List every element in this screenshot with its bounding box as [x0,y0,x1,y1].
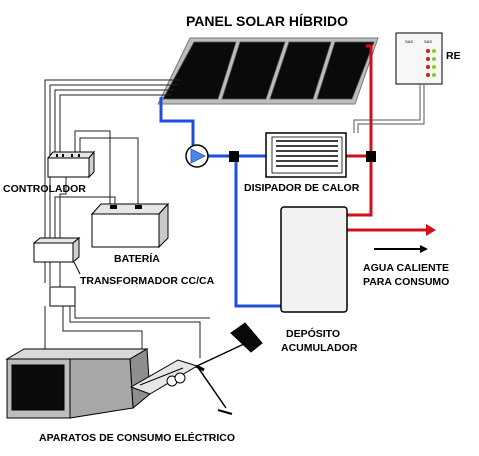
led-green-4 [432,73,436,77]
fluorescent-light-icon [129,359,199,395]
hot-water-label-line2: PARA CONSUMO [363,276,449,288]
junction-block-hot [366,151,376,162]
flow-arrow-icon [420,245,428,253]
transformer-label: TRANSFORMADOR CC/CA [80,275,215,287]
regulator-col1-label: SAS [405,39,413,44]
tank-label-line1: DEPÓSITO [286,327,340,340]
transformer-box [32,236,81,264]
led-green-3 [432,65,436,69]
led-red-4 [426,73,430,77]
regulator-col2-label: SAS [424,39,432,44]
appliances-label: APARATOS DE CONSUMO ELÉCTRICO [39,431,235,444]
led-red-3 [426,65,430,69]
hot-water-arrow-icon [426,224,436,236]
cold-water-pipe [159,97,282,308]
regulator-wires [353,84,425,133]
led-green-1 [432,49,436,53]
led-red-2 [426,57,430,61]
heat-sink-icon [265,132,347,178]
led-red-1 [426,49,430,53]
electrical-wires [44,79,210,368]
panel-cell-3 [269,41,332,100]
junction-block-cold [229,151,239,162]
monitor-icon [5,348,151,419]
tank-label-line2: ACUMULADOR [281,342,358,354]
solar-panel [157,37,379,105]
diagram-title: PANEL SOLAR HÍBRIDO [186,13,348,29]
hot-water-label-line1: AGUA CALIENTE [363,262,449,274]
hot-water-pipe [346,44,426,232]
controller-label: CONTROLADOR [3,183,86,195]
pump-icon [185,144,209,168]
battery-label: BATERÍA [114,252,160,265]
battery-box [90,202,170,249]
panel-cell-2 [221,41,286,100]
heat-sink-label: DISIPADOR DE CALOR [244,182,360,194]
regulator-label: RE [446,50,461,62]
led-green-2 [432,57,436,61]
lamp-icon [195,322,263,415]
panel-cell-4 [316,41,375,100]
storage-tank [280,206,348,313]
regulator-box: SAS SAS [395,32,443,85]
controller-box [46,150,96,179]
fuse-box [49,286,76,307]
